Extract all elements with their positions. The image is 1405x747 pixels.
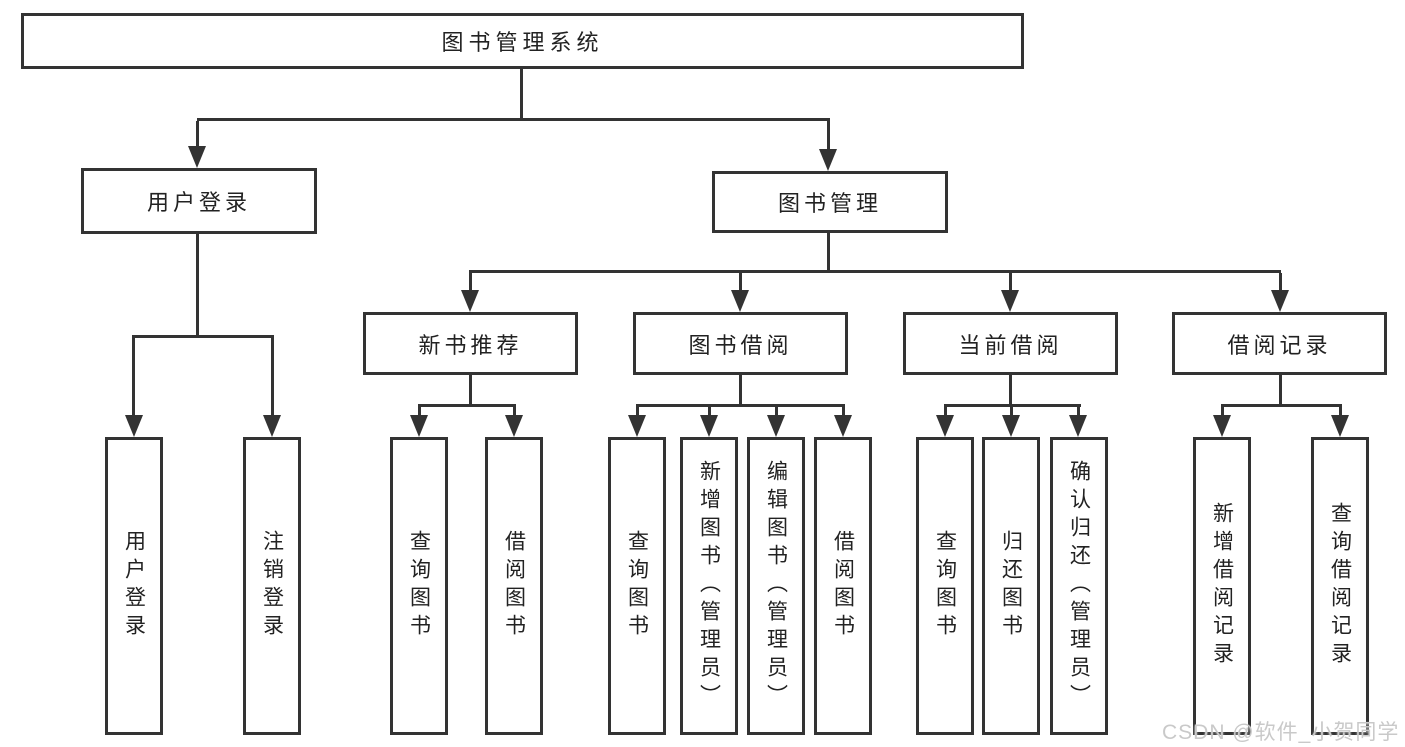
leaf-label: 归还图书 (999, 530, 1023, 642)
node-label: 图书管理 (777, 191, 882, 216)
connector-line (1010, 407, 1013, 417)
connector-line (469, 273, 472, 292)
node-borrowing-records: 借阅记录 (1172, 312, 1387, 375)
leaf-borrow-books-recommend: 借阅图书 (485, 437, 543, 735)
node-label: 用户登录 (146, 190, 251, 215)
leaf-label: 注销登录 (260, 530, 284, 642)
arrow-down-icon (1271, 290, 1289, 312)
leaf-label: 查询借阅记录 (1328, 502, 1352, 670)
connector-line (132, 335, 135, 415)
leaf-label: 编辑图书（管理员） (764, 460, 788, 712)
node-book-borrowing: 图书借阅 (633, 312, 848, 375)
leaf-user-login: 用户登录 (105, 437, 163, 735)
arrow-down-icon (188, 146, 206, 168)
leaf-label: 借阅图书 (502, 530, 526, 642)
leaf-label: 用户登录 (122, 530, 146, 642)
leaf-borrow-books: 借阅图书 (814, 437, 872, 735)
arrow-down-icon (767, 415, 785, 437)
node-label: 图书管理系统 (441, 30, 604, 55)
node-current-borrowing: 当前借阅 (903, 312, 1118, 375)
connector-line (708, 407, 711, 417)
leaf-edit-books-admin: 编辑图书（管理员） (747, 437, 805, 735)
connector-line (1221, 407, 1224, 417)
arrow-down-icon (834, 415, 852, 437)
leaf-query-books-current: 查询图书 (916, 437, 974, 735)
leaf-add-books-admin: 新增图书（管理员） (680, 437, 738, 735)
arrow-down-icon (1331, 415, 1349, 437)
arrow-down-icon (125, 415, 143, 437)
arrow-down-icon (1069, 415, 1087, 437)
csdn-watermark: CSDN @软件_小贺同学 (1162, 721, 1400, 744)
arrow-down-icon (1001, 290, 1019, 312)
arrow-down-icon (263, 415, 281, 437)
leaf-label: 查询图书 (625, 530, 649, 642)
leaf-query-borrow-record: 查询借阅记录 (1311, 437, 1369, 735)
node-book-management: 图书管理 (712, 171, 948, 233)
arrow-down-icon (410, 415, 428, 437)
connector-line (1009, 273, 1012, 292)
connector-line (196, 121, 199, 148)
leaf-label: 借阅图书 (831, 530, 855, 642)
arrow-down-icon (505, 415, 523, 437)
leaf-label: 新增借阅记录 (1210, 502, 1234, 670)
connector-line (842, 407, 845, 417)
leaf-label: 确认归还（管理员） (1067, 460, 1091, 712)
connector-line (133, 335, 274, 338)
node-library-system: 图书管理系统 (21, 13, 1024, 69)
leaf-query-books-borrow: 查询图书 (608, 437, 666, 735)
connector-line (1279, 273, 1282, 292)
connector-line (739, 375, 742, 407)
connector-line (944, 407, 947, 417)
connector-line (636, 404, 845, 407)
node-new-book-recommendation: 新书推荐 (363, 312, 578, 375)
connector-line (1221, 404, 1342, 407)
connector-line (418, 407, 421, 417)
connector-line (1279, 375, 1282, 407)
arrow-down-icon (461, 290, 479, 312)
arrow-down-icon (936, 415, 954, 437)
connector-line (775, 407, 778, 417)
leaf-confirm-return-admin: 确认归还（管理员） (1050, 437, 1108, 735)
connector-line (271, 335, 274, 415)
node-label: 借阅记录 (1227, 332, 1332, 358)
node-label: 当前借阅 (958, 332, 1063, 358)
arrow-down-icon (819, 149, 837, 171)
leaf-label: 新增图书（管理员） (697, 460, 721, 712)
leaf-query-books-recommend: 查询图书 (390, 437, 448, 735)
connector-line (513, 407, 516, 417)
arrow-down-icon (700, 415, 718, 437)
connector-line (827, 233, 830, 273)
connector-line (739, 273, 742, 292)
leaf-label: 查询图书 (407, 530, 431, 642)
connector-line (520, 69, 523, 121)
arrow-down-icon (731, 290, 749, 312)
connector-line (469, 270, 1281, 273)
leaf-logout: 注销登录 (243, 437, 301, 735)
connector-line (944, 404, 1081, 407)
leaf-label: 查询图书 (933, 530, 957, 642)
leaf-add-borrow-record: 新增借阅记录 (1193, 437, 1251, 735)
arrow-down-icon (628, 415, 646, 437)
connector-line (469, 375, 472, 407)
arrow-down-icon (1213, 415, 1231, 437)
node-label: 新书推荐 (418, 332, 523, 358)
node-label: 图书借阅 (688, 332, 793, 358)
arrow-down-icon (1002, 415, 1020, 437)
connector-line (1339, 407, 1342, 417)
connector-line (827, 121, 830, 151)
leaf-return-books: 归还图书 (982, 437, 1040, 735)
connector-line (1009, 375, 1012, 407)
connector-line (418, 404, 516, 407)
node-user-login: 用户登录 (81, 168, 317, 234)
connector-line (1077, 407, 1080, 417)
connector-line (636, 407, 639, 417)
connector-line (196, 234, 199, 338)
connector-line (197, 118, 830, 121)
